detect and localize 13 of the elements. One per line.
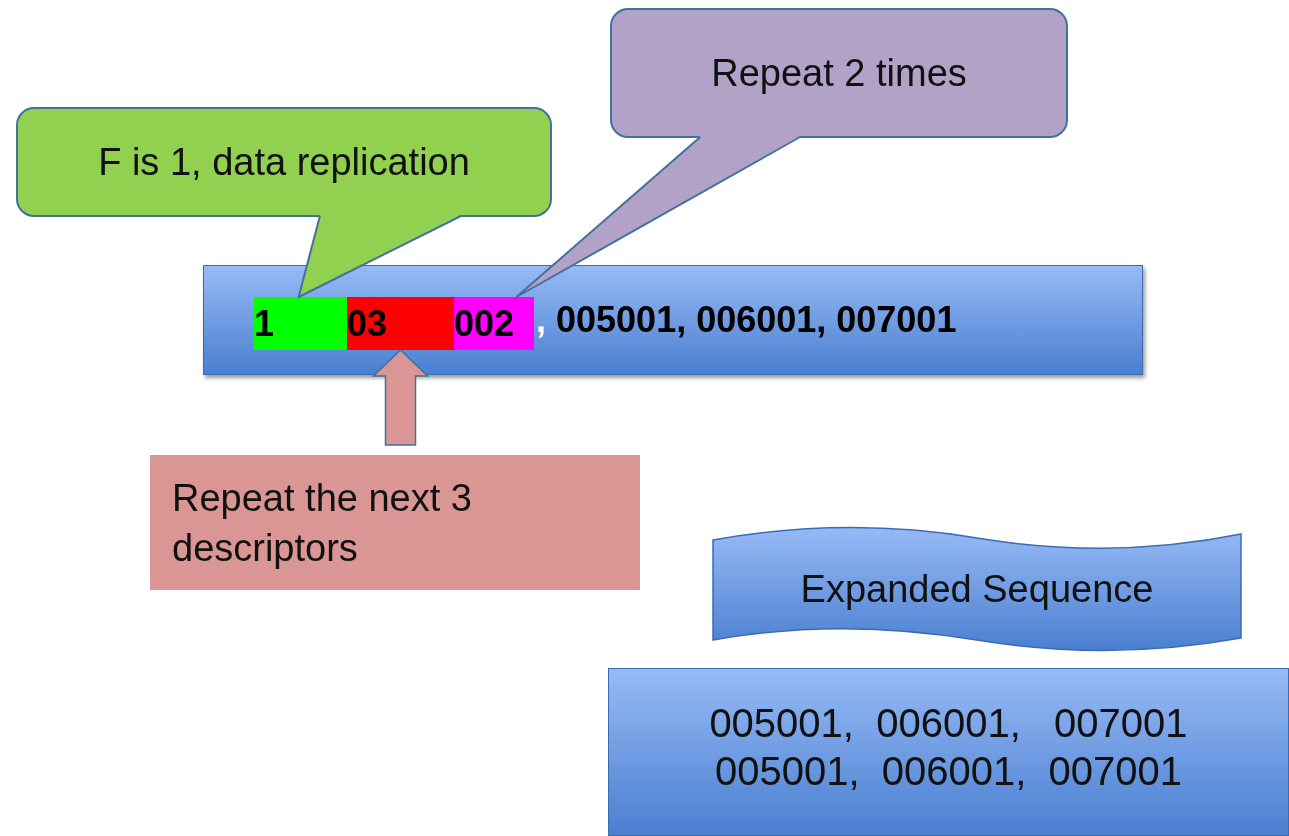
callout-bubble: Repeat 2 times	[610, 8, 1068, 138]
code-segment: 1	[254, 297, 347, 350]
sequence-text: , 005001, 006001, 007001	[536, 299, 957, 341]
code-segment: 03	[347, 297, 454, 350]
code-segment: 002	[454, 297, 534, 350]
callout-pointer	[298, 215, 461, 297]
code-line: 005001, 006001, 007001	[708, 700, 1189, 747]
result-box	[608, 668, 1289, 836]
sequence-bar	[203, 265, 1143, 375]
note-box: Repeat the next 3 descriptors	[150, 455, 640, 590]
code-line: 005001, 006001, 007001	[713, 748, 1184, 795]
block-arrow	[371, 348, 430, 446]
banner-text: Expanded Sequence	[799, 568, 1155, 611]
